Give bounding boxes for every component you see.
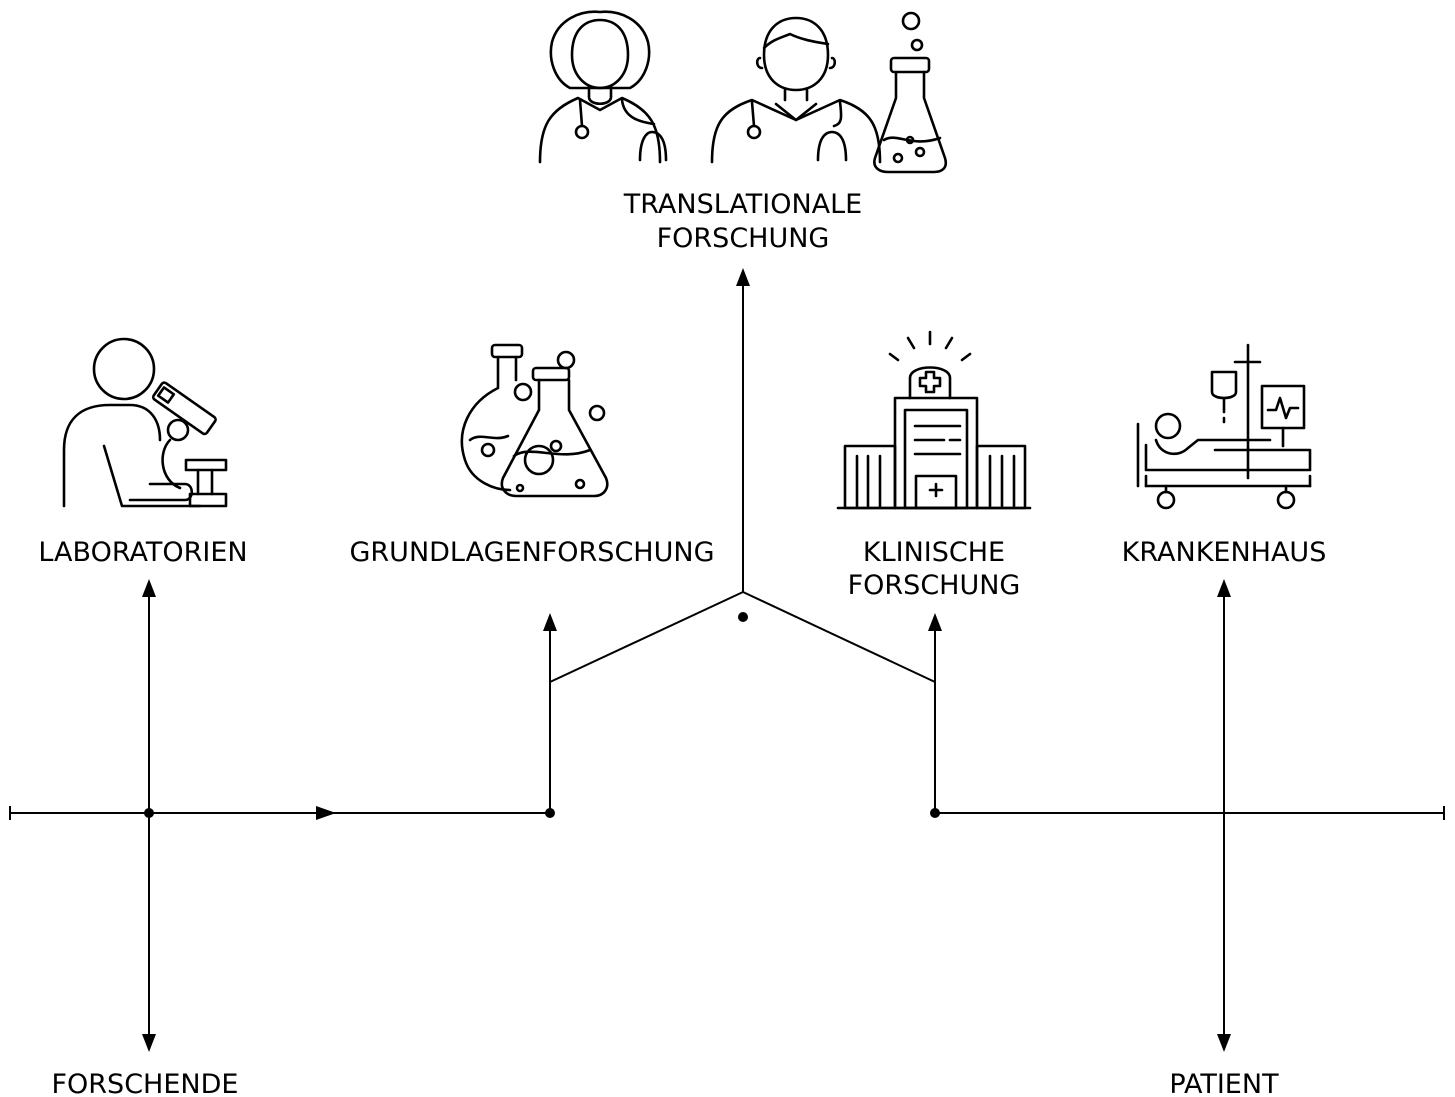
node-apex [738,612,748,622]
hospital-building-icon [836,330,1032,510]
diagonal-line-right [742,591,936,683]
node-left [144,808,154,818]
arrow-up-clinical [928,613,942,631]
node-clinical [930,808,940,818]
doctor-female-icon [538,10,668,164]
label-translational-line2: FORSCHUNG [657,223,830,254]
flasks-icon [460,343,609,498]
connector-lines [9,268,1445,1052]
right-arrow-head [316,806,336,820]
patient-bed-icon [1136,343,1312,510]
arrow-down-patient [1217,1034,1231,1052]
arrow-down-researchers [142,1034,156,1052]
doctor-male-icon [710,16,882,164]
label-clinical-line1: KLINISCHE [863,537,1005,568]
arrow-up-basic-research [543,613,557,631]
label-translational-line1: TRANSLATIONALE [623,189,862,220]
label-clinical-line2: FORSCHUNG [848,570,1021,601]
node-basic-research [545,808,555,818]
arrow-up-laboratories [142,579,156,597]
label-patient: PATIENT [1169,1069,1279,1097]
scientist-microscope-icon [62,337,228,508]
diagonal-line-left [549,591,744,683]
arrow-up-translational [736,268,750,286]
label-laboratories: LABORATORIEN [38,537,247,568]
label-researchers: FORSCHENDE [52,1069,239,1097]
label-basic-research: GRUNDLAGENFORSCHUNG [350,537,715,568]
arrow-up-hospital [1217,579,1231,597]
label-hospital: KRANKENHAUS [1122,537,1327,568]
flask-icon [873,11,948,174]
